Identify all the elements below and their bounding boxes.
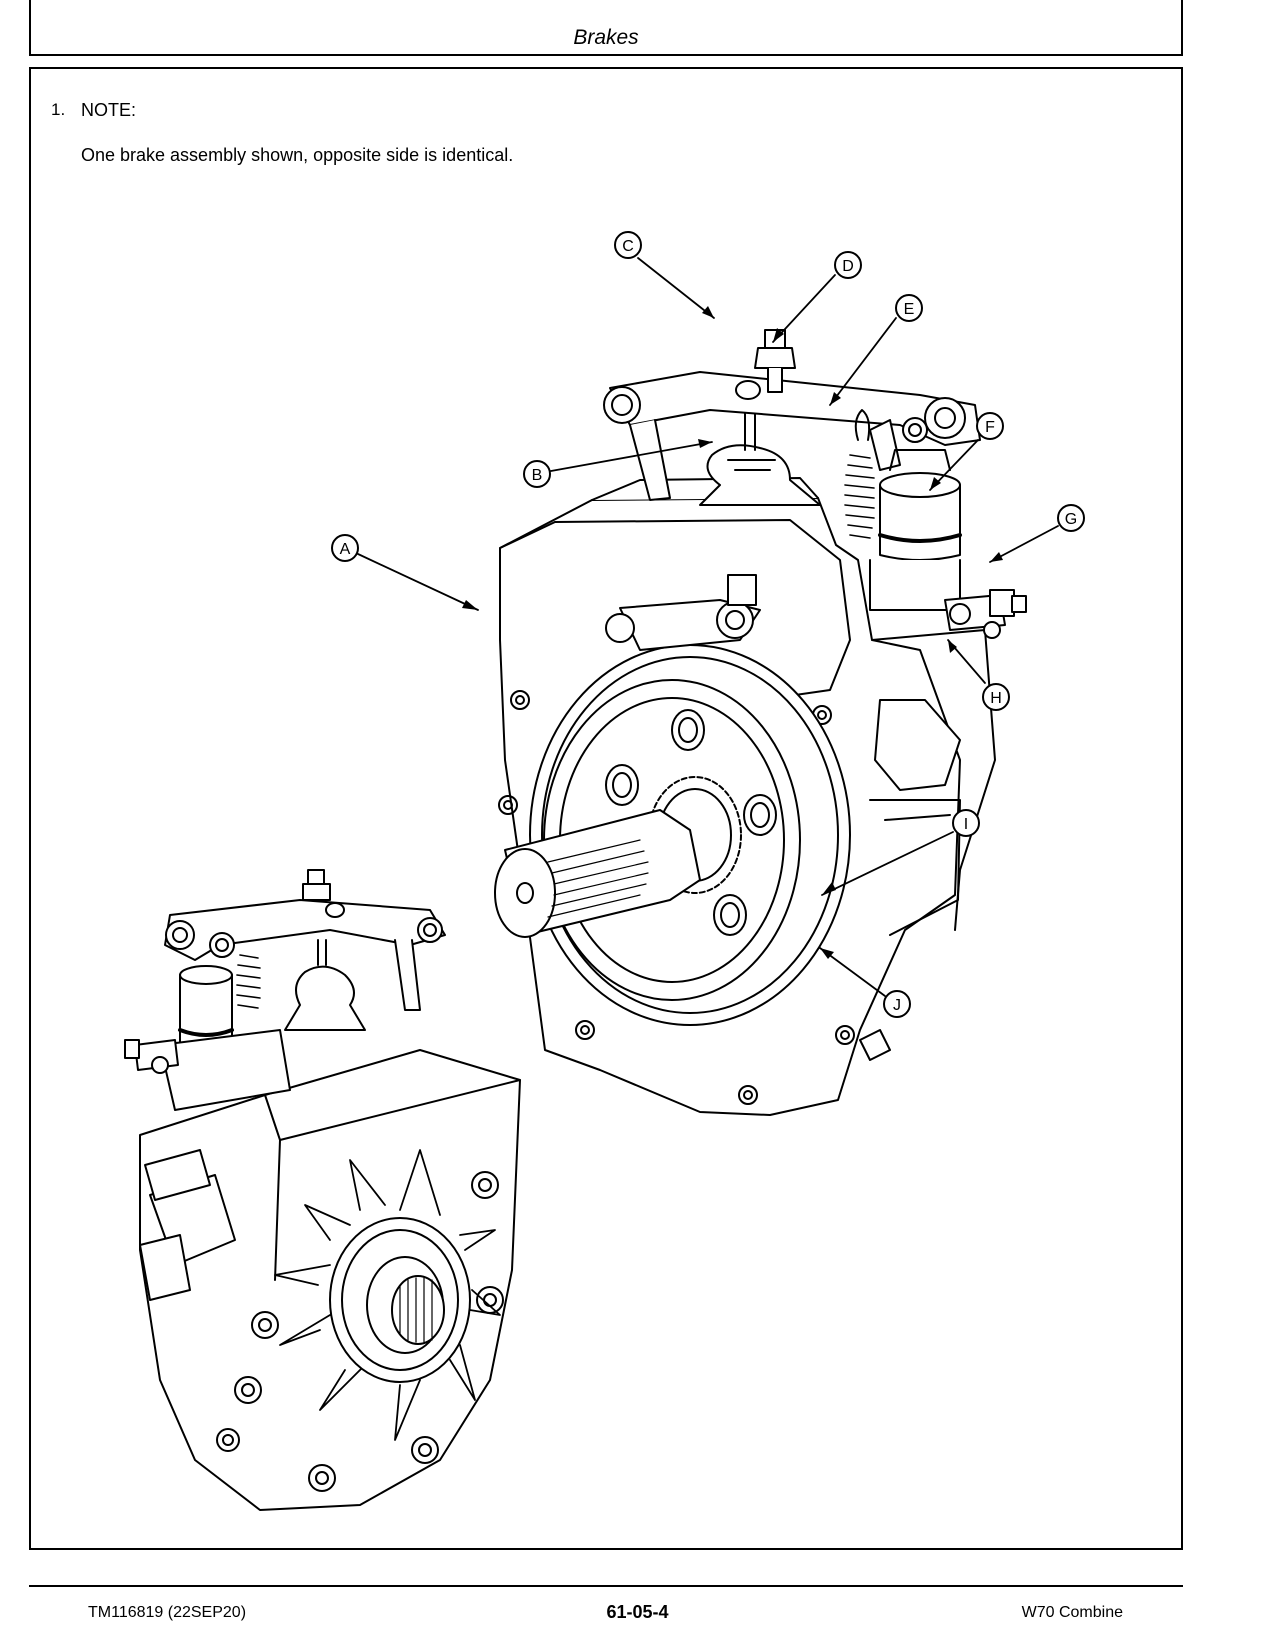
callout-C-label: C bbox=[622, 238, 634, 255]
callout-G-label: G bbox=[1065, 511, 1077, 528]
callout-A-label: A bbox=[340, 541, 351, 558]
callout-B: B bbox=[523, 460, 551, 488]
callout-F-label: F bbox=[985, 419, 995, 436]
main-brake-assembly bbox=[494, 329, 1027, 1116]
callout-I-label: I bbox=[964, 816, 968, 833]
document-id: TM116819 (22SEP20) bbox=[88, 1604, 247, 1621]
callout-I: I bbox=[952, 809, 980, 837]
callout-J-label: J bbox=[893, 997, 901, 1014]
note-label: NOTE: bbox=[81, 100, 137, 120]
callout-D: D bbox=[834, 251, 862, 279]
product-name: W70 Combine bbox=[1021, 1604, 1123, 1621]
callout-G: G bbox=[1057, 504, 1085, 532]
callout-C: C bbox=[614, 231, 642, 259]
page-header: Brakes bbox=[29, 0, 1183, 56]
opposite-side-assembly bbox=[124, 869, 521, 1511]
callout-B-label: B bbox=[532, 467, 543, 484]
step-number: 1. bbox=[51, 100, 66, 119]
callout-F: F bbox=[976, 412, 1004, 440]
content-frame: 1. NOTE: One brake assembly shown, oppos… bbox=[29, 67, 1183, 1550]
callout-H-label: H bbox=[990, 690, 1002, 707]
callout-J: J bbox=[883, 990, 911, 1018]
callout-A: A bbox=[331, 534, 359, 562]
callout-H: H bbox=[982, 683, 1010, 711]
callout-D-label: D bbox=[842, 258, 854, 275]
note-text: One brake assembly shown, opposite side … bbox=[81, 145, 514, 165]
section-title: Brakes bbox=[573, 26, 639, 49]
footer-rule bbox=[29, 1585, 1183, 1587]
page-number: 61-05-4 bbox=[606, 1602, 669, 1622]
callout-E: E bbox=[895, 294, 923, 322]
callout-E-label: E bbox=[904, 301, 915, 318]
